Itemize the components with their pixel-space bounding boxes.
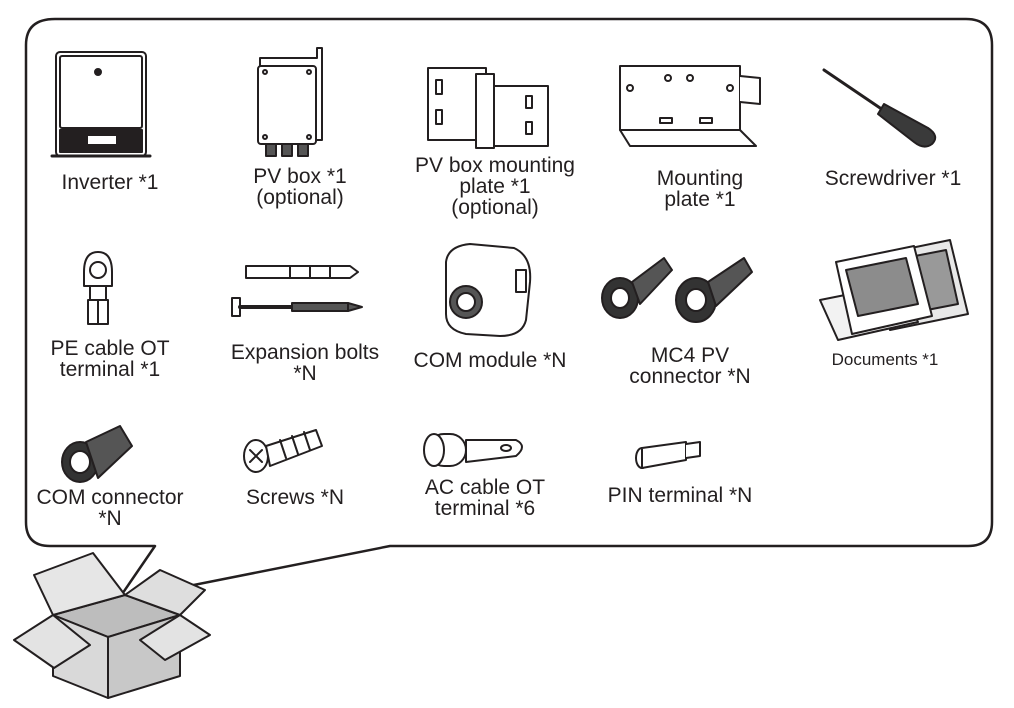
documents-icon [819, 239, 969, 341]
ac-cable-ot-terminal-icon [423, 433, 523, 467]
label-screwdriver: Screwdriver *1 [824, 167, 962, 190]
label-expansion-bolts: Expansion bolts*N [230, 341, 380, 385]
mc4-pv-connector-icon [601, 257, 753, 323]
open-box-icon [13, 552, 211, 699]
label-com-connector: COM connector*N [36, 486, 184, 530]
expansion-bolts-icon [231, 265, 363, 317]
label-com-module: COM module *N [413, 349, 567, 372]
pv-box-mounting-plate-icon [427, 67, 549, 149]
screws-icon [243, 429, 323, 473]
label-pv-box: PV box *1(optional) [253, 165, 347, 209]
pe-cable-ot-terminal-icon [83, 251, 113, 325]
pv-box-icon [257, 47, 323, 157]
screwdriver-icon [822, 68, 937, 148]
label-screws: Screws *N [245, 486, 345, 509]
inverter-icon [50, 51, 152, 158]
com-connector-icon [61, 425, 133, 483]
label-documents: Documents *1 [831, 350, 939, 369]
com-module-icon [445, 243, 532, 337]
label-pin-terminal: PIN terminal *N [607, 484, 753, 507]
label-inverter: Inverter *1 [61, 171, 159, 194]
mounting-plate-icon [619, 65, 761, 147]
pin-terminal-icon [635, 441, 701, 469]
